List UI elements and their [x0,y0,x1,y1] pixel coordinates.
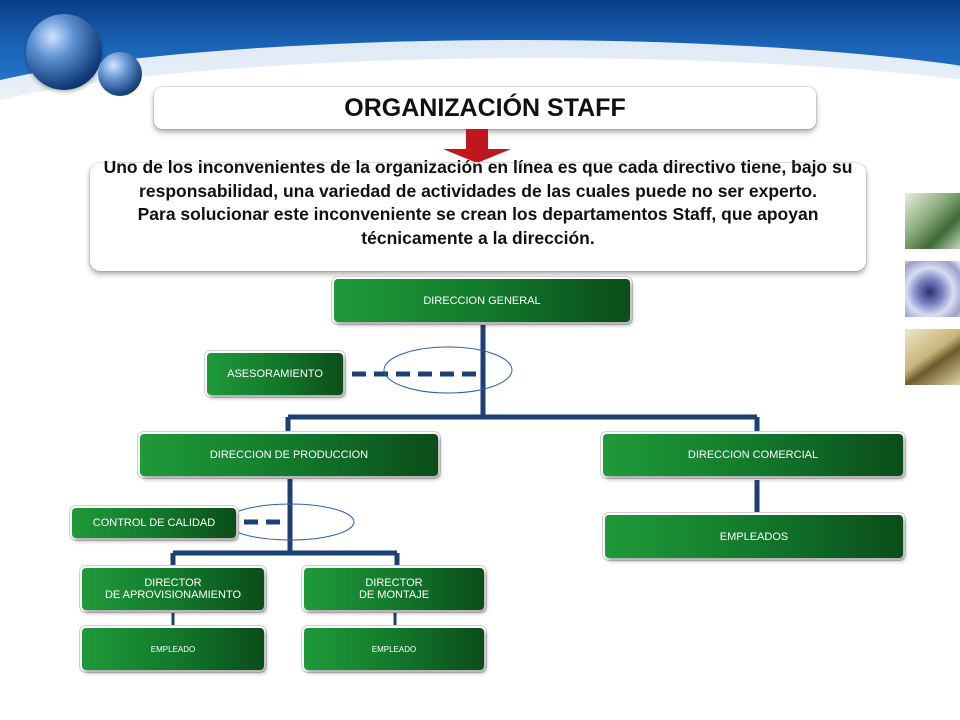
globe-logo-icon [26,14,102,90]
node-asesoramiento: ASESORAMIENTO [207,353,343,395]
node-director-montaje: DIRECTOR DE MONTAJE [304,568,484,610]
staff-ellipse-root [383,346,513,394]
node-empleados-comercial: EMPLEADOS [605,515,903,558]
node-direccion-produccion: DIRECCION DE PRODUCCION [140,434,438,476]
staff-ellipse-production [225,503,355,541]
header-banner [0,0,960,100]
decorative-thumbnail-pen [905,193,960,249]
node-direccion-general-label: DIRECCION GENERAL [423,294,541,307]
node-empleado-montaje-label: EMPLEADO [371,644,417,654]
node-direccion-comercial: DIRECCION COMERCIAL [603,434,903,476]
page-title: ORGANIZACIÓN STAFF [344,93,626,122]
decorative-thumbnail-drafting [905,329,960,385]
node-director-aprovisionamiento-label: DIRECTOR DE APROVISIONAMIENTO [104,577,242,601]
description-box [90,163,866,271]
node-control-calidad: CONTROL DE CALIDAD [72,508,236,538]
node-control-calidad-label: CONTROL DE CALIDAD [92,517,216,529]
node-director-montaje-label: DIRECTOR DE MONTAJE [358,577,430,601]
down-arrow-head [443,149,511,163]
node-empleado-aprovisionamiento-label: EMPLEADO [150,644,196,654]
small-globe-icon [98,52,142,96]
node-asesoramiento-label: ASESORAMIENTO [227,368,323,380]
node-empleado-montaje: EMPLEADO [304,628,484,670]
node-direccion-comercial-label: DIRECCION COMERCIAL [687,449,819,461]
node-director-aprovisionamiento: DIRECTOR DE APROVISIONAMIENTO [82,568,264,610]
node-empleado-aprovisionamiento: EMPLEADO [82,628,264,670]
title-box: ORGANIZACIÓN STAFF [154,87,816,129]
node-direccion-produccion-label: DIRECCION DE PRODUCCION [209,449,369,461]
description-text: Uno de los inconvenientes de la organiza… [103,157,853,248]
down-arrow-icon [466,129,488,149]
decorative-thumbnail-disc [905,261,960,317]
node-direccion-general: DIRECCION GENERAL [334,279,630,322]
node-empleados-comercial-label: EMPLEADOS [719,530,789,543]
